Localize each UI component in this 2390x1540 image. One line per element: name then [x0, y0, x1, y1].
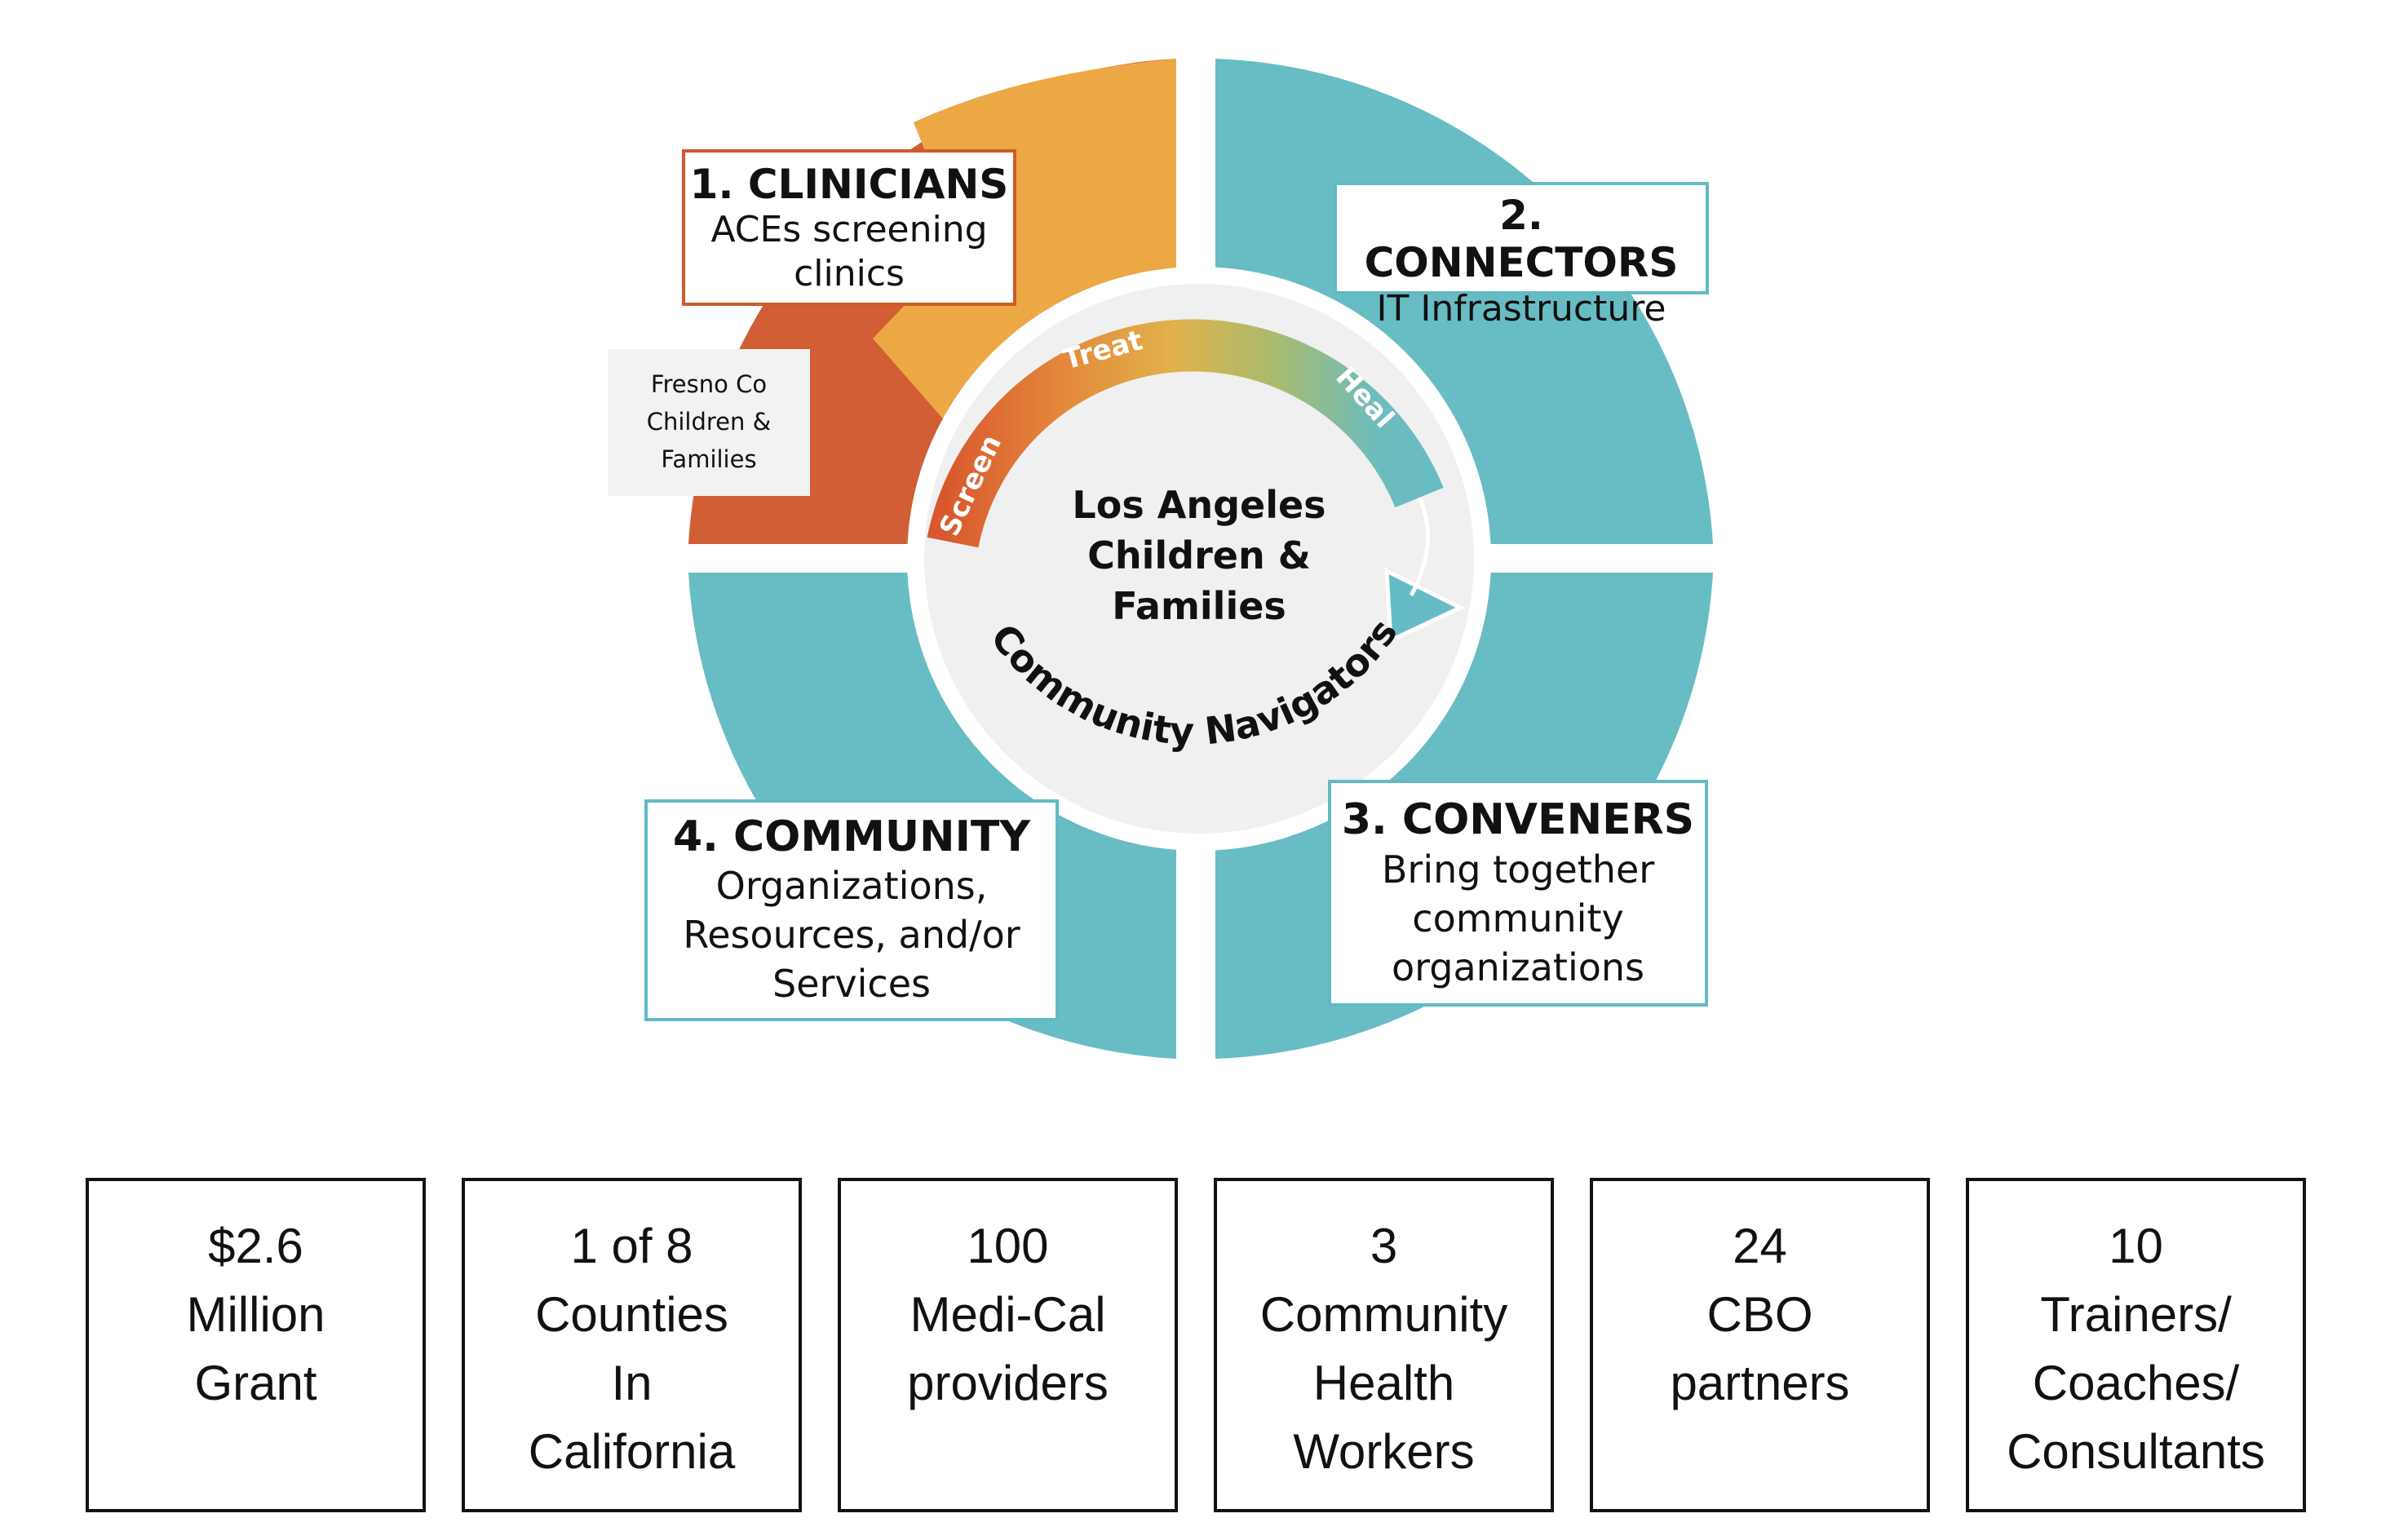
conveners-line-1: Bring together — [1381, 847, 1655, 892]
fresno-line-1: Fresno Co — [650, 370, 768, 398]
conveners-label-box: 3. CONVENERS Bring together community or… — [1328, 780, 1708, 1007]
community-line-1: Organizations, — [715, 864, 988, 908]
clinicians-label-box: 1. CLINICIANS ACEs screening clinics — [682, 149, 1016, 306]
arc-arrowhead — [1384, 567, 1465, 644]
community-label-box: 4. COMMUNITY Organizations, Resources, a… — [644, 799, 1059, 1021]
center-title-line-2: Children & — [1087, 533, 1311, 578]
conveners-line-2: community — [1412, 896, 1624, 940]
connectors-line-1: IT Infrastructure — [1376, 288, 1666, 330]
fresno-line-2: Children & — [646, 408, 772, 436]
community-line-2: Resources, and/or — [683, 913, 1020, 957]
connectors-label-box: 2. CONNECTORS IT Infrastructure — [1334, 182, 1709, 330]
center-title-line-1: Los Angeles — [1072, 483, 1326, 527]
clinicians-title: 1. CLINICIANS — [689, 161, 1009, 208]
screen-treat-heal-arc — [927, 319, 1444, 548]
community-title: 4. COMMUNITY — [672, 812, 1031, 861]
clinicians-line-1: ACEs screening — [710, 209, 988, 250]
fresno-line-3: Families — [661, 445, 757, 473]
clinicians-line-2: clinics — [794, 253, 905, 294]
arc-tail-outline — [1409, 496, 1430, 597]
conveners-title: 3. CONVENERS — [1341, 795, 1695, 844]
community-line-3: Services — [772, 962, 931, 1006]
center-title-line-3: Families — [1112, 584, 1286, 628]
fresno-label-box: Fresno Co Children & Families — [608, 349, 810, 496]
conveners-line-3: organizations — [1392, 945, 1644, 989]
connectors-title: 2. CONNECTORS — [1364, 192, 1679, 286]
